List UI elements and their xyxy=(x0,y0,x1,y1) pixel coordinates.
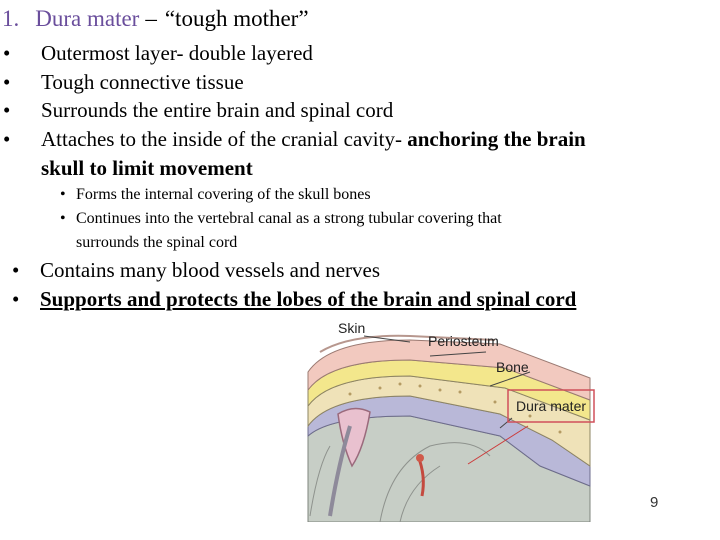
title-dash: – xyxy=(145,6,157,31)
bullet-text-bold: anchoring the brain xyxy=(407,127,586,151)
bullet-text: Surrounds the entire brain and spinal co… xyxy=(41,98,394,122)
label-dura-mater: Dura mater xyxy=(516,398,586,414)
bullet-symbol: • xyxy=(3,98,11,122)
skin-layer xyxy=(307,339,591,401)
bone-texture xyxy=(348,382,562,434)
bullet-symbol: • xyxy=(3,70,11,94)
sub-bullet-symbol: • xyxy=(60,210,66,227)
pointer-line xyxy=(489,371,531,387)
brain-fold xyxy=(379,442,491,522)
pointer-line xyxy=(467,425,529,465)
label-periosteum: Periosteum xyxy=(428,333,499,349)
brain-fold xyxy=(399,465,441,522)
blood-vessel-dot xyxy=(416,454,424,462)
bullet-symbol: • xyxy=(3,41,11,65)
pointer-line xyxy=(429,351,487,357)
sub-bullet-text: Forms the internal covering of the skull… xyxy=(76,186,371,203)
title-term: Dura mater xyxy=(35,6,140,31)
bullet-symbol: • xyxy=(12,258,20,282)
scalp-surface xyxy=(319,334,496,353)
slide-title: 1. Dura mater–“tough mother” xyxy=(2,6,309,32)
falx xyxy=(328,425,352,517)
brain-fold xyxy=(309,445,331,517)
sub-bullet-text: Continues into the vertebral canal as a … xyxy=(76,210,502,227)
bullet-text-underlined: Supports and protects the lobes of the b… xyxy=(40,287,577,311)
pointer-line xyxy=(363,335,411,343)
sub-bullet-text: surrounds the spinal cord xyxy=(76,234,238,251)
bullet-symbol: • xyxy=(12,287,20,311)
bullet-text: Attaches to the inside of the cranial ca… xyxy=(41,125,586,154)
title-meaning: “tough mother” xyxy=(164,6,309,31)
bullet-symbol: • xyxy=(3,127,11,151)
title-number: 1. xyxy=(2,6,20,31)
bullet-text: Outermost layer- double layered xyxy=(41,41,313,65)
label-bone: Bone xyxy=(496,359,529,375)
meninges-diagram: Skin Periosteum Bone Dura mater xyxy=(307,320,595,522)
bullet-text-bold: skull to limit movement xyxy=(41,156,253,180)
bullet-text-plain: Attaches to the inside of the cranial ca… xyxy=(41,127,408,151)
dura-highlight-box xyxy=(507,389,595,423)
pointer-line xyxy=(499,417,513,429)
bullet-text: Tough connective tissue xyxy=(41,70,244,94)
bullet-text: Contains many blood vessels and nerves xyxy=(40,258,381,282)
sub-bullet-symbol: • xyxy=(60,186,66,203)
page-number: 9 xyxy=(650,494,659,511)
label-skin: Skin xyxy=(338,320,365,336)
